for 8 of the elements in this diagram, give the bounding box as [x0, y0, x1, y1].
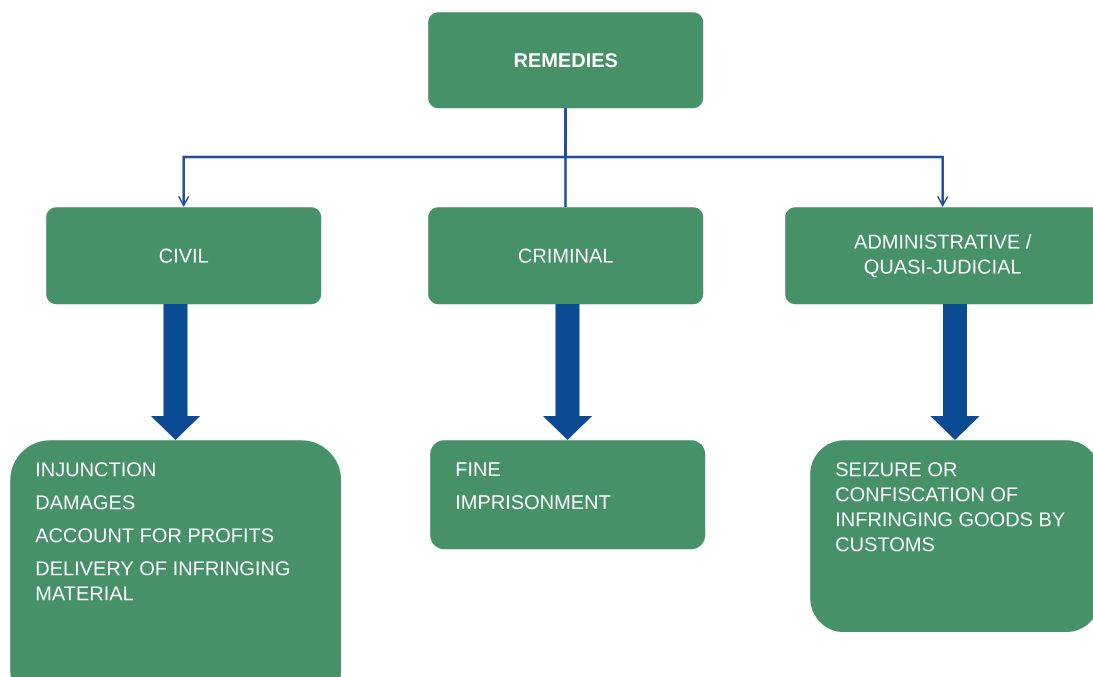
category-box: ADMINISTRATIVE / QUASI-JUDICIAL: [785, 207, 1093, 305]
category-box: CIVIL: [46, 207, 322, 305]
list-box: FINE IMPRISONMENT: [430, 440, 706, 550]
heading-box: REMEDIES: [428, 12, 704, 109]
list-box: SEIZURE OR CONFISCATION OF INFRINGING GOODS BY CUSTOMS: [810, 440, 1093, 633]
list-box: INJUNCTION DAMAGES ACCOUNT FOR PROFITS DELIVERY OF INFRINGING MATERIAL: [10, 440, 342, 677]
category-box: CRIMINAL: [428, 207, 704, 305]
arrow: [564, 108, 949, 207]
